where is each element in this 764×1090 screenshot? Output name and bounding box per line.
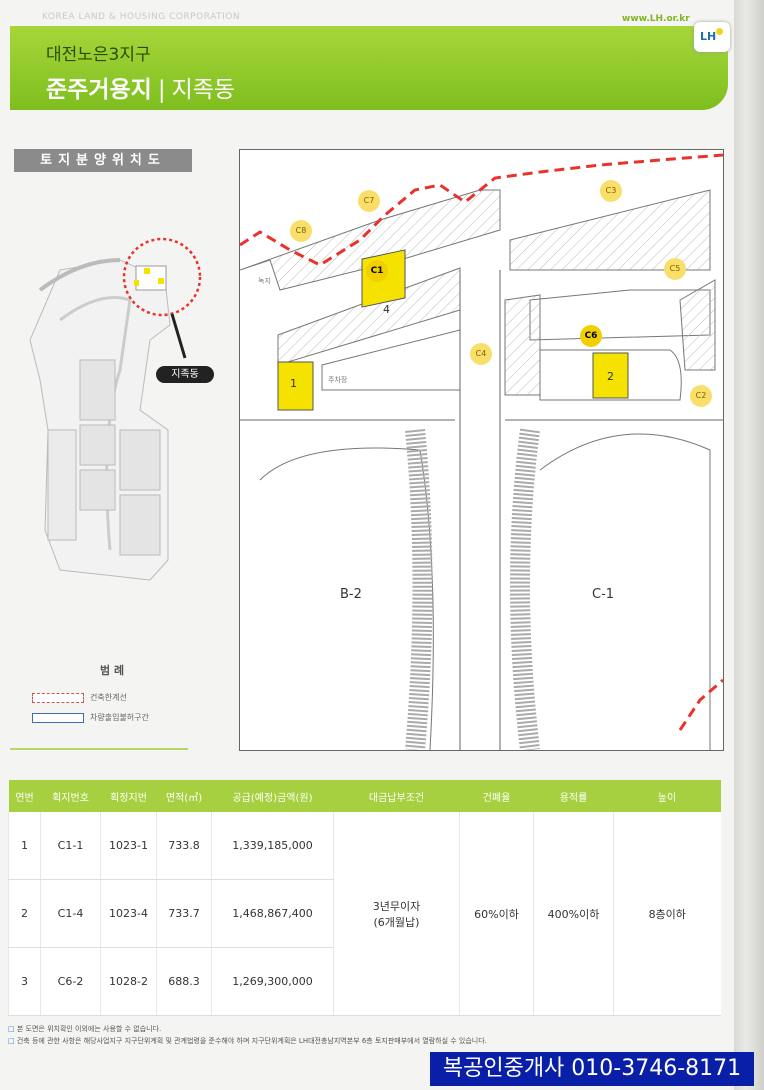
note-2: □ 건축 등에 관한 사항은 해당사업지구 지구단위계획 및 관계법령을 준수해… — [8, 1036, 487, 1046]
lot-label-c1-1: 1 — [290, 377, 297, 390]
marker-c2: C2 — [690, 385, 712, 407]
green-label: 녹지 — [258, 277, 271, 285]
cell-lot: C1-4 — [40, 879, 101, 948]
website-url[interactable]: www.LH.or.kr — [622, 14, 690, 24]
cell-far: 400%이하 — [533, 812, 614, 1016]
cell-parcel: 1023-4 — [100, 879, 157, 948]
header-far: 용적률 — [533, 780, 614, 812]
dashed-line-icon — [32, 693, 84, 703]
header-lot: 획지번호 — [40, 780, 101, 812]
payment-line-2: (6개월납) — [373, 915, 420, 929]
marker-c3: C3 — [600, 180, 622, 202]
header-height: 높이 — [613, 780, 721, 812]
cell-no: 2 — [8, 879, 41, 948]
title-banner: 대전노은3지구 준주거용지|지족동 — [10, 26, 728, 110]
note-1-text: 본 도면은 위치확인 이외에는 사용할 수 없습니다. — [16, 1025, 162, 1033]
marker-c1: C1 — [366, 260, 388, 282]
no-entry-line-icon — [32, 713, 84, 723]
cell-price: 1,339,185,000 — [211, 812, 334, 880]
note-1: □ 본 도면은 위치확인 이외에는 사용할 수 없습니다. — [8, 1024, 161, 1034]
cell-lot: C6-2 — [40, 947, 101, 1016]
page-edge — [734, 0, 764, 1090]
cell-area: 733.7 — [156, 879, 212, 948]
logo-dot-icon — [716, 28, 723, 35]
note-2-text: 건축 등에 관한 사항은 해당사업지구 지구단위계획 및 관계법령을 준수해야 … — [16, 1037, 487, 1045]
legend-item-no-vehicle: 차량출입불허구간 — [90, 713, 149, 722]
cell-lot: C1-1 — [40, 812, 101, 880]
legend-title: 범 례 — [100, 664, 125, 677]
lot-label-c6-2: 2 — [607, 370, 614, 383]
lh-logo: LH — [694, 22, 730, 52]
note-bullet-icon: □ — [8, 1025, 15, 1033]
site-plan-map: C8 C7 C3 C1 C5 C4 C6 C2 1 4 2 주차장 녹지 B-2… — [239, 149, 724, 751]
location-callout: 지족동 — [156, 366, 214, 383]
section-title: 토지분양위치도 — [14, 149, 192, 172]
location-name: 지족동 — [171, 77, 236, 103]
cell-area: 688.3 — [156, 947, 212, 1016]
cell-height: 8층이하 — [613, 812, 721, 1016]
cell-no: 1 — [8, 812, 41, 880]
payment-line-1: 3년무이자 — [372, 899, 421, 913]
table-row: 1 C1-1 1023-1 733.8 1,339,185,000 3년무이자 (… — [8, 812, 721, 1016]
cell-parcel: 1028-2 — [100, 947, 157, 1016]
zone-b2: B-2 — [340, 587, 362, 602]
table-row: 2 C1-4 1023-4 733.7 1,468,867,400 — [8, 879, 721, 948]
district-name: 대전노은3지구 — [46, 45, 151, 65]
marker-c6: C6 — [580, 325, 602, 347]
marker-c5: C5 — [664, 258, 686, 280]
header-no: 연번 — [8, 780, 41, 812]
contact-banner: 복공인중개사 010-3746-8171 — [430, 1052, 754, 1086]
cell-parcel: 1023-1 — [100, 812, 157, 880]
header-price: 공급(예정)금액(원) — [211, 780, 334, 812]
lot-label-c1-4: 4 — [383, 303, 390, 316]
header-coverage: 건폐율 — [459, 780, 534, 812]
marker-c4: C4 — [470, 343, 492, 365]
lh-logo-text: LH — [700, 30, 717, 43]
lot-table: 연번 획지번호 획정지번 면적(㎡) 공급(예정)금액(원) 대금납부조건 건폐… — [8, 780, 721, 1016]
page-title: 준주거용지|지족동 — [46, 70, 235, 104]
note-bullet-icon: □ — [8, 1037, 15, 1045]
land-type: 준주거용지 — [46, 77, 152, 103]
corporation-name: KOREA LAND & HOUSING CORPORATION — [42, 12, 241, 22]
overview-map — [29, 237, 202, 581]
divider — [10, 748, 188, 750]
table-row: 3 C6-2 1028-2 688.3 1,269,300,000 — [8, 947, 721, 1016]
cell-price: 1,269,300,000 — [211, 947, 334, 1016]
zone-c1: C-1 — [592, 587, 615, 602]
header-payment: 대금납부조건 — [333, 780, 460, 812]
site-plan-drawing — [240, 153, 723, 750]
marker-c7: C7 — [358, 190, 380, 212]
cell-no: 3 — [8, 947, 41, 1016]
cell-payment: 3년무이자 (6개월납) — [333, 812, 460, 1016]
cell-price: 1,468,867,400 — [211, 879, 334, 948]
parking-label: 주차장 — [328, 376, 348, 384]
table-header-row: 연번 획지번호 획정지번 면적(㎡) 공급(예정)금액(원) 대금납부조건 건폐… — [8, 780, 721, 812]
cell-area: 733.8 — [156, 812, 212, 880]
marker-c8: C8 — [290, 220, 312, 242]
cell-coverage: 60%이하 — [459, 812, 534, 1016]
header-area: 면적(㎡) — [156, 780, 212, 812]
header-parcel: 획정지번 — [100, 780, 157, 812]
title-separator: | — [157, 77, 166, 103]
legend-item-building-line: 건축한계선 — [90, 693, 127, 702]
